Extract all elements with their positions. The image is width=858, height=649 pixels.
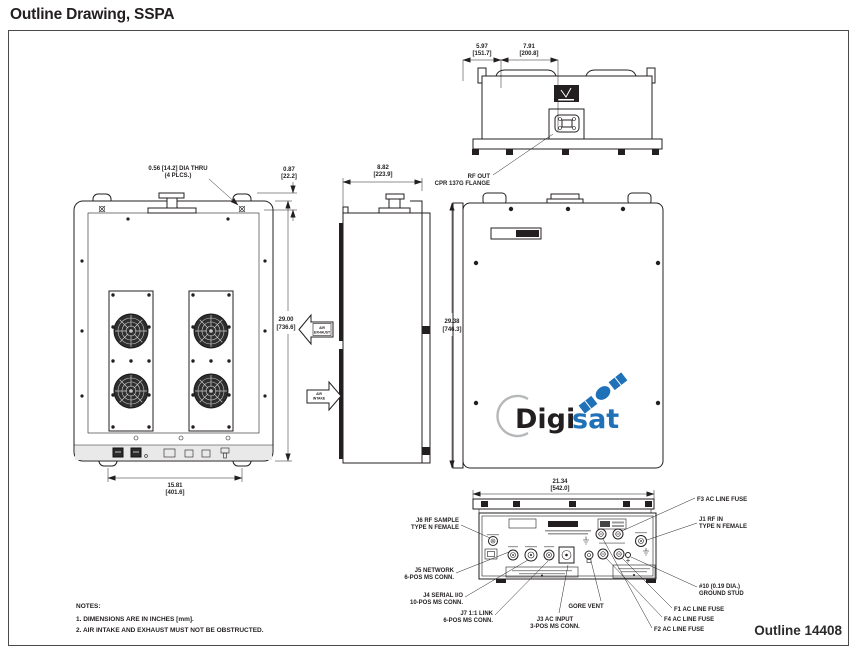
ground-symbol-left: [583, 536, 589, 545]
gore-vent-label: GORE VENT: [568, 604, 604, 610]
ground-symbol-right: [643, 548, 649, 556]
notes-block: NOTES: 1. DIMENSIONS ARE IN INCHES [mm].…: [76, 603, 264, 634]
air-exhaust-arrow: AIR EXHAUST: [298, 313, 334, 346]
bottom-strip-connectors: [112, 447, 230, 459]
rear-label-plate: [490, 227, 542, 240]
dim-21-34-mm: [542.0]: [550, 486, 569, 492]
j3-ac-input-connector: [558, 546, 575, 564]
gore-vent-port: [584, 550, 594, 563]
j7-label2: 6-POS MS CONN.: [443, 618, 493, 624]
air-exhaust-label1: AIR: [319, 326, 325, 330]
j3-label2: 3-POS MS CONN.: [530, 624, 580, 630]
dim-0-87-mm: [22.2]: [281, 174, 297, 180]
ground-stud: [625, 552, 631, 563]
j4-serial-connector: [524, 548, 538, 562]
notes-heading: NOTES:: [76, 603, 101, 610]
rear-screws: [473, 206, 661, 406]
page-title: Outline Drawing, SSPA: [10, 6, 175, 23]
j5-label2: 6-POS MS CONN.: [404, 575, 454, 581]
note-1: 1. DIMENSIONS ARE IN INCHES [mm].: [76, 616, 194, 623]
f2-label: F2 AC LINE FUSE: [654, 627, 704, 633]
dim-5-97: 5.97: [476, 44, 488, 50]
outline-drawing-svg: 5.97 [151.7] 7.91 [200.8] RF OUT CPR 137…: [73, 44, 842, 638]
dim-15-81: 15.81: [167, 483, 183, 489]
j1-rf-in-connector: [635, 535, 647, 547]
leader-lines: [455, 497, 698, 629]
f3-label: F3 AC LINE FUSE: [697, 497, 747, 503]
j6-label1: J6 RF SAMPLE: [416, 518, 459, 524]
warning-plate: [597, 518, 627, 530]
drawing-frame: 5.97 [151.7] 7.91 [200.8] RF OUT CPR 137…: [8, 30, 849, 646]
digisat-crescent: [496, 394, 529, 438]
j5-label1: J5 NETWORK: [415, 568, 455, 574]
dim-21-34: 21.34: [552, 479, 568, 485]
rf-out-flange: [554, 114, 580, 133]
f4-label: F4 AC LINE FUSE: [664, 617, 714, 623]
fan-bottom-left: [113, 373, 149, 409]
digisat-watermark: Digi sat: [496, 372, 628, 438]
j3-label1: J3 AC INPUT: [537, 617, 574, 623]
dim-29-00-mm: [736.6]: [276, 325, 295, 331]
dim-15-81-mm: [401.6]: [165, 490, 184, 496]
fan-panel-right: [188, 290, 234, 432]
dia-thru-label2: (4 PLCS.): [165, 173, 192, 179]
digisat-text-blue: sat: [572, 404, 619, 435]
digisat-text-black: Digi: [515, 404, 575, 435]
rear-view: 29.38 [746.3]: [442, 192, 664, 469]
ground-label1: #10 (0.19 DIA.): [699, 584, 740, 590]
air-intake-label1: AIR: [316, 392, 322, 396]
fan-top-right: [193, 313, 229, 349]
air-intake-arrow: AIR INTAKE: [306, 380, 342, 412]
dim-7-91: 7.91: [523, 44, 535, 50]
front-view: 0.56 [14.2] DIA THRU (4 PLCS.) 0.87 [22.…: [73, 166, 297, 496]
outline-number: Outline 14408: [754, 623, 842, 638]
f1-label: F1 AC LINE FUSE: [674, 607, 724, 613]
panel-screws: [80, 217, 267, 429]
satellite-icon: [578, 372, 628, 414]
note-2: 2. AIR INTAKE AND EXHAUST MUST NOT BE OB…: [76, 627, 264, 634]
dia-thru-label: 0.56 [14.2] DIA THRU: [148, 166, 207, 172]
fan-bottom-right: [193, 373, 229, 409]
fan-top-left: [113, 313, 149, 349]
rf-out-flange-label: CPR 137G FLANGE: [435, 181, 490, 187]
fan-panel-left: [108, 290, 154, 432]
j4-label2: 10-POS MS CONN.: [410, 600, 463, 606]
j7-label1: J7 1:1 LINK: [460, 611, 493, 617]
dim-29-00: 29.00: [278, 317, 294, 323]
top-view: 5.97 [151.7] 7.91 [200.8] RF OUT CPR 137…: [435, 44, 663, 187]
dim-7-91-mm: [200.8]: [519, 51, 538, 57]
bottom-view: 21.34 [542.0]: [404, 479, 747, 633]
dim-29-38-mm: [746.3]: [442, 327, 461, 333]
dim-0-87: 0.87: [283, 167, 295, 173]
dim-29-38: 29.38: [444, 319, 460, 325]
side-view: 8.82 [223.9] AIR EXHAUST AIR INTAKE: [298, 165, 431, 464]
j1-label2: TYPE N FEMALE: [699, 524, 747, 530]
dim-8-82: 8.82: [377, 165, 389, 171]
air-exhaust-label2: EXHAUST: [314, 331, 331, 335]
j6-label2: TYPE N FEMALE: [411, 525, 459, 531]
j4-label1: J4 SERIAL I/O: [423, 593, 463, 599]
ground-label2: GROUND STUD: [699, 591, 744, 597]
j1-label1: J1 RF IN: [699, 517, 723, 523]
top-label-plate: [554, 85, 579, 102]
rf-out-label: RF OUT: [468, 174, 491, 180]
air-intake-label2: INTAKE: [313, 397, 326, 401]
dim-5-97-mm: [151.7]: [472, 51, 491, 57]
dim-8-82-mm: [223.9]: [373, 172, 392, 178]
